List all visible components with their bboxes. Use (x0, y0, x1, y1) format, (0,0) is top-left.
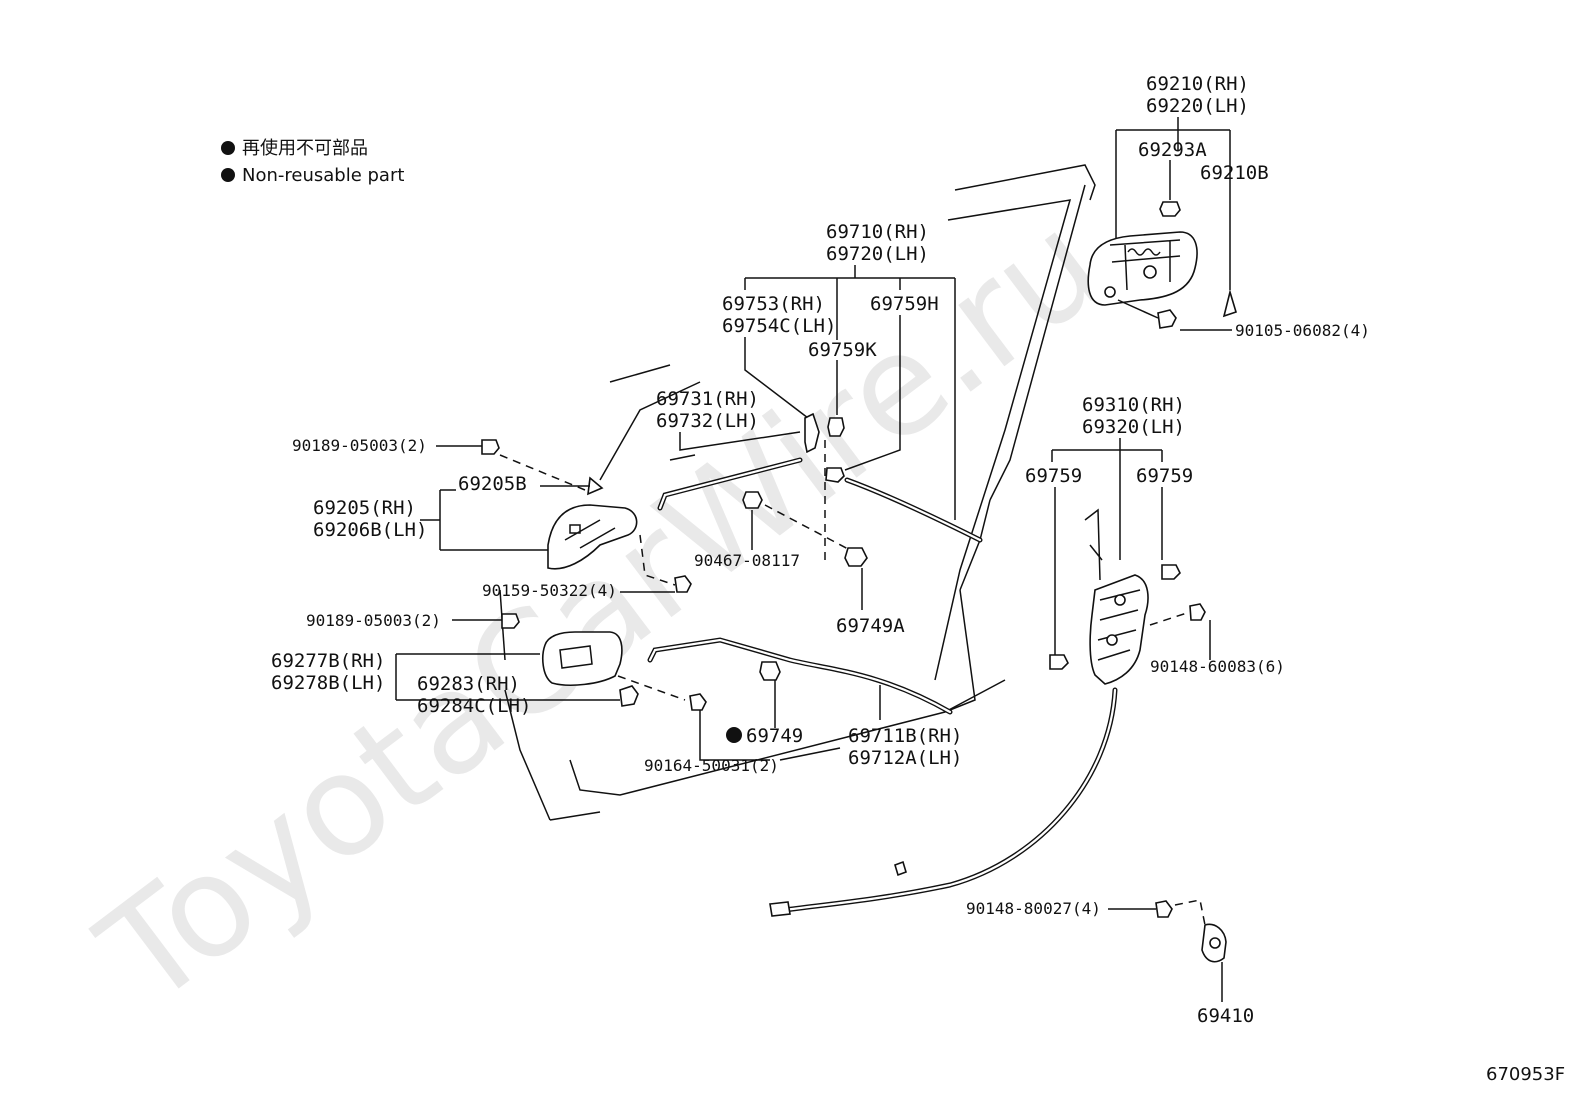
label-69320-lh: 69320(LH) (1082, 416, 1185, 438)
cable-end-icon (769, 901, 791, 917)
link-rod-group: 69710(RH) 69720(LH) 69753(RH) 69754C(LH)… (722, 221, 983, 543)
bezel-69277b-icon (542, 631, 623, 686)
clip-69759k-icon (827, 417, 845, 437)
label-69284c-lh: 69284C(LH) (417, 695, 531, 717)
label-90105: 90105-06082(4) (1235, 321, 1370, 340)
screw-90159-icon (674, 575, 692, 593)
label-69759k: 69759K (808, 339, 877, 361)
cap-69205b-icon (587, 476, 604, 496)
bezel-group: 90189-05003(2) 69277B(RH) 69278B(LH) 692… (271, 611, 841, 775)
lever-69753-icon (804, 412, 820, 454)
label-90148-80027: 90148-80027(4) (966, 899, 1101, 918)
striker-group: 90148-80027(4) 69410 (966, 899, 1254, 1027)
legend-japanese: 再使用不可部品 (242, 138, 368, 159)
label-69759-left: 69759 (1025, 465, 1082, 487)
label-69283-rh: 69283(RH) (417, 673, 520, 695)
inside-handle-group: 90189-05003(2) 69205B 69205(RH) 69206B(L… (292, 436, 692, 600)
label-69732-lh: 69732(LH) (656, 410, 759, 432)
clip-90467-group: 90467-08117 69749A (694, 491, 905, 637)
screw-90148-80027-icon (1155, 900, 1173, 918)
bolt-90105-icon (1157, 309, 1177, 329)
clip-69759h-icon (825, 467, 845, 483)
clip-69749-icon (759, 661, 781, 681)
door-lock-icon (1089, 574, 1149, 685)
label-90159: 90159-50322(4) (482, 581, 617, 600)
label-69293a: 69293A (1138, 139, 1207, 161)
label-69749: 69749 (746, 725, 803, 747)
label-90467: 90467-08117 (694, 551, 800, 570)
label-90189-b: 90189-05003(2) (306, 611, 441, 630)
cable-bracket-icon (894, 860, 907, 877)
inside-handle-69205-icon (547, 504, 638, 570)
label-69210b: 69210B (1200, 162, 1269, 184)
label-69278b-lh: 69278B(LH) (271, 672, 385, 694)
rod-69711-group: 69749 69711B(RH) 69712A(LH) (647, 637, 962, 769)
label-69310-rh: 69310(RH) (1082, 394, 1185, 416)
legend: 再使用不可部品 Non-reusable part (221, 138, 404, 186)
non-reusable-69749-icon (726, 727, 742, 743)
label-69220-lh: 69220(LH) (1146, 95, 1249, 117)
label-90189-a: 90189-05003(2) (292, 436, 427, 455)
legend-english: Non-reusable part (242, 165, 404, 186)
diagram-code: 670953F (1486, 1064, 1565, 1085)
label-69205-rh: 69205(RH) (313, 497, 416, 519)
label-69206b-lh: 69206B(LH) (313, 519, 427, 541)
rod-69731-group: 69731(RH) 69732(LH) (599, 381, 826, 560)
label-69710-rh: 69710(RH) (826, 221, 929, 243)
label-69759h: 69759H (870, 293, 939, 315)
label-69759-right: 69759 (1136, 465, 1193, 487)
outside-handle-group: 69210(RH) 69220(LH) 69293A 69210B 90105-… (1087, 73, 1370, 340)
label-69731-rh: 69731(RH) (656, 388, 759, 410)
label-90164: 90164-50031(2) (644, 756, 779, 775)
clip-69759-left-icon (1049, 654, 1069, 670)
label-69210-rh: 69210(RH) (1146, 73, 1249, 95)
clip-69293a-icon (1159, 201, 1181, 217)
clip-90189-b-icon (501, 613, 520, 629)
label-69753-rh: 69753(RH) (722, 293, 825, 315)
label-69205b: 69205B (458, 473, 527, 495)
door-lock-group: 69310(RH) 69320(LH) 69759 69759 90148-60… (769, 394, 1285, 917)
screw-90164-icon (689, 693, 707, 711)
label-90148-60083: 90148-60083(6) (1150, 657, 1285, 676)
screw-90148-60083-icon (1189, 603, 1206, 621)
label-69749a: 69749A (836, 615, 905, 637)
label-69410: 69410 (1197, 1005, 1254, 1027)
non-reusable-bullet-icon (221, 168, 235, 182)
label-69720-lh: 69720(LH) (826, 243, 929, 265)
cover-69283-icon (619, 685, 639, 707)
label-69712a-lh: 69712A(LH) (848, 747, 962, 769)
clip-90467-icon (742, 491, 763, 509)
clip-69759-right-icon (1161, 564, 1181, 580)
label-69754c-lh: 69754C(LH) (722, 315, 836, 337)
label-69711b-rh: 69711B(RH) (848, 725, 962, 747)
cap-69210b-icon (1222, 288, 1237, 318)
remote-cable (782, 687, 1118, 913)
non-reusable-bullet-icon (221, 141, 235, 155)
label-69277b-rh: 69277B(RH) (271, 650, 385, 672)
clip-90189-a-icon (481, 439, 500, 455)
clip-69749a-icon (844, 547, 868, 567)
